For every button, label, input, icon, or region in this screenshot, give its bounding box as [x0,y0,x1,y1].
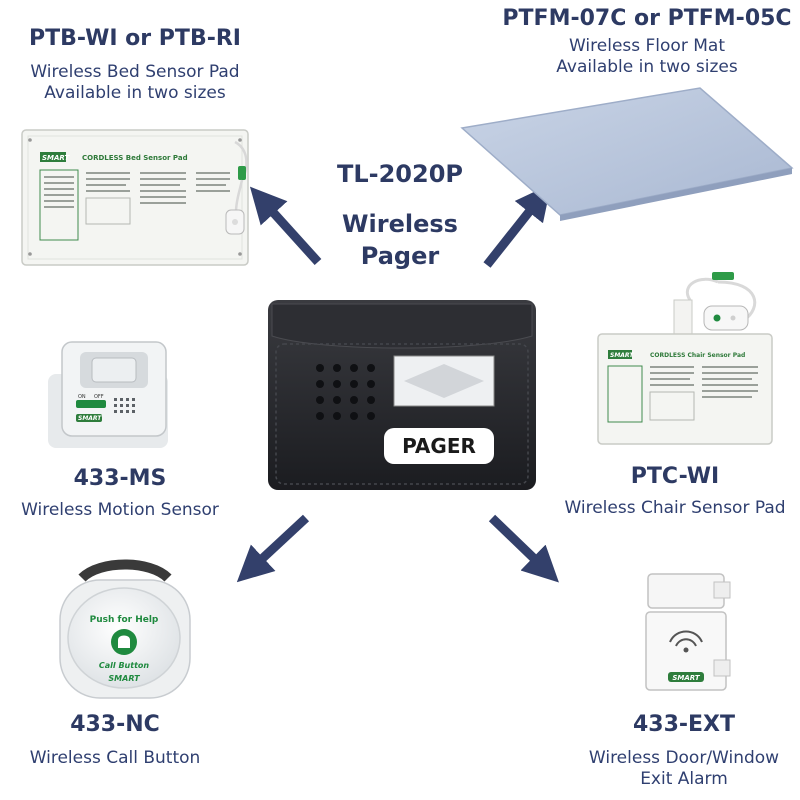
bed-pad-desc-1: Wireless Bed Sensor Pad [30,62,240,83]
hub-line2: Pager [360,242,440,270]
motion-switch-off: OFF [94,394,104,400]
call-button-model: 433-NC [70,712,160,737]
floor-mat-label: PTFM-07C or PTFM-05C Wireless Floor Mat … [494,6,800,77]
floor-mat-desc-2: Available in two sizes [556,56,738,77]
floor-mat-model: PTFM-07C or PTFM-05C [502,6,792,31]
bed-pad-title: CORDLESS Bed Sensor Pad [82,154,188,162]
exit-alarm-image: SMART [645,573,731,691]
chair-pad-desc: Wireless Chair Sensor Pad [564,498,786,519]
chair-sensor-pad-image: SMART CORDLESS Chair Sensor Pad [597,272,773,445]
hub-block: TL-2020P Wireless Pager [300,158,500,272]
chair-pad-label: PTC-WI Wireless Chair Sensor Pad [550,464,800,519]
pager-badge: PAGER [402,434,476,458]
exit-alarm-desc-1: Wireless Door/Window [588,748,780,769]
hub-line1: Wireless [342,210,458,238]
chair-pad-model: PTC-WI [630,464,720,489]
arrow-to-bed-pad [249,186,322,266]
motion-sensor-desc: Wireless Motion Sensor [21,500,219,521]
bed-pad-brand: SMART [42,154,71,162]
bed-sensor-pad-image: SMART CORDLESS Bed Sensor Pad [21,129,249,266]
call-button-face-top: Push for Help [90,615,159,625]
chair-pad-brand: SMART [610,352,634,359]
arrow-to-exit-alarm [488,514,559,583]
exit-alarm-label: 433-EXT Wireless Door/Window Exit Alarm [568,712,800,789]
floor-mat-image [460,87,794,221]
exit-alarm-desc-2: Exit Alarm [640,768,728,789]
call-button-brand: SMART [108,674,140,683]
call-button-desc: Wireless Call Button [29,748,201,769]
call-button-label: 433-NC Wireless Call Button [0,712,230,769]
arrow-to-call-button [236,514,310,583]
call-button-face-bottom: Call Button [99,661,149,670]
floor-mat-desc-1: Wireless Floor Mat [569,36,725,57]
motion-sensor-model: 433-MS [73,466,167,491]
motion-sensor-label: 433-MS Wireless Motion Sensor [0,466,240,521]
pager-image: PAGER [268,300,536,490]
hub-model: TL-2020P [336,160,463,188]
motion-brand: SMART [78,415,102,422]
bed-pad-label: PTB-WI or PTB-RI Wireless Bed Sensor Pad… [0,26,270,103]
bed-pad-model: PTB-WI or PTB-RI [29,26,241,51]
arrow-to-floor-mat [483,183,552,268]
exit-alarm-model: 433-EXT [632,712,736,737]
motion-switch-on: ON [78,394,86,400]
chair-pad-title: CORDLESS Chair Sensor Pad [650,352,745,359]
exit-alarm-brand: SMART [672,674,701,682]
motion-sensor-image: ON OFF SMART [48,341,168,448]
bed-pad-desc-2: Available in two sizes [44,82,226,103]
call-button-image: Push for Help Call Button SMART [59,559,191,699]
